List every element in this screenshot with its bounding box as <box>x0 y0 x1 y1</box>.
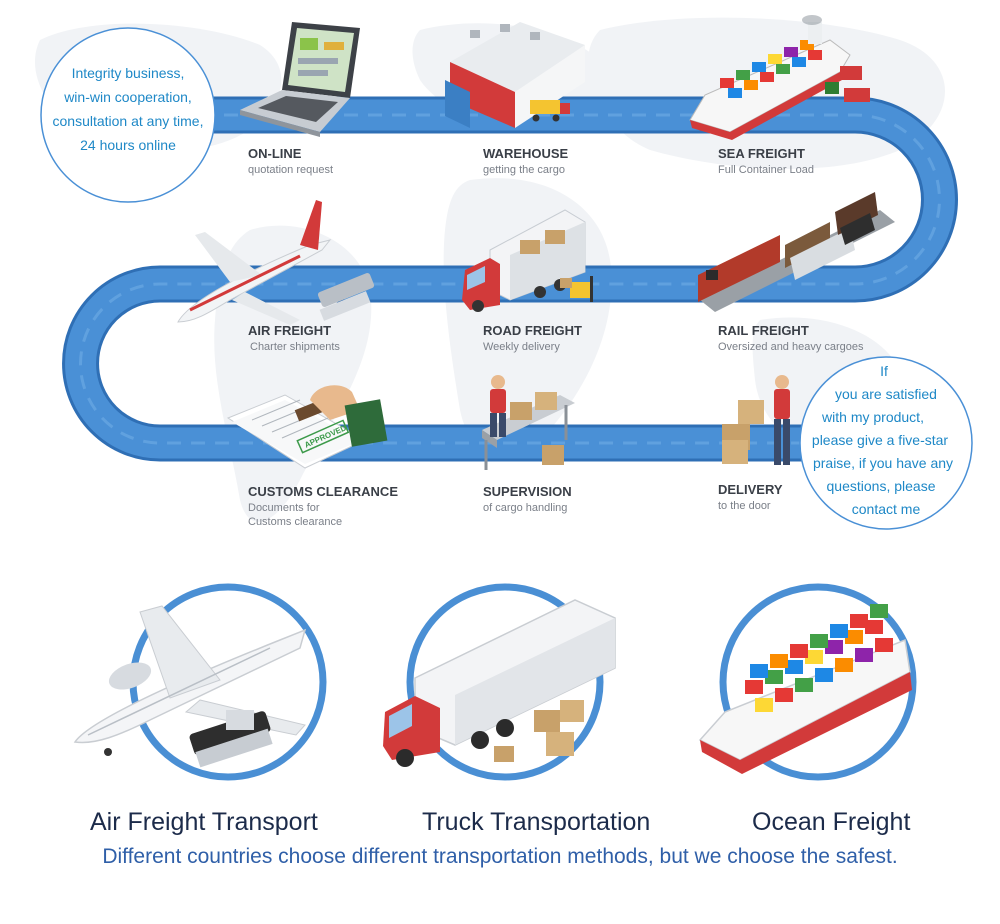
customs-document-icon: APPROVED <box>226 385 388 469</box>
svg-text:Weekly delivery: Weekly delivery <box>483 341 560 353</box>
stage-label-online: ON-LINE quotation request <box>248 146 333 176</box>
svg-text:AIR FREIGHT: AIR FREIGHT <box>248 323 331 338</box>
stage-label-road-freight: ROAD FREIGHT Weekly delivery <box>483 323 582 353</box>
svg-text:ROAD FREIGHT: ROAD FREIGHT <box>483 323 582 338</box>
stage-label-warehouse: WAREHOUSE getting the cargo <box>483 146 569 176</box>
svg-text:Full Container Load: Full Container Load <box>718 164 814 176</box>
stage-label-rail-freight: RAIL FREIGHT Oversized and heavy cargoes <box>718 323 864 353</box>
stage-label-delivery: DELIVERY to the door <box>718 482 783 512</box>
svg-text:WAREHOUSE: WAREHOUSE <box>483 146 569 161</box>
svg-text:contact me: contact me <box>852 501 921 517</box>
svg-text:ON-LINE: ON-LINE <box>248 146 302 161</box>
delivery-worker-icon <box>722 375 790 465</box>
air-freight-transport-title: Air Freight Transport <box>90 808 318 836</box>
svg-text:If: If <box>880 363 888 379</box>
svg-text:questions, please: questions, please <box>827 478 936 494</box>
truck-transportation-illustration <box>383 583 616 781</box>
stage-label-sea-freight: SEA FREIGHT Full Container Load <box>718 146 814 176</box>
svg-text:getting the cargo: getting the cargo <box>483 164 565 176</box>
svg-text:Oversized and heavy cargoes: Oversized and heavy cargoes <box>718 341 864 353</box>
svg-text:DELIVERY: DELIVERY <box>718 482 783 497</box>
svg-text:24 hours online: 24 hours online <box>80 137 176 153</box>
svg-text:SUPERVISION: SUPERVISION <box>483 484 572 499</box>
airplane-icon <box>177 200 375 325</box>
svg-text:consultation at any time,: consultation at any time, <box>53 113 204 129</box>
svg-text:CUSTOMS CLEARANCE: CUSTOMS CLEARANCE <box>248 484 398 499</box>
stage-label-customs-clearance: CUSTOMS CLEARANCE Documents for Customs … <box>248 484 398 528</box>
warehouse-icon <box>445 22 585 128</box>
laptop-icon <box>240 22 360 137</box>
container-ship-icon <box>689 15 870 140</box>
stage-label-supervision: SUPERVISION of cargo handling <box>483 484 572 514</box>
air-freight-illustration <box>73 583 327 781</box>
train-icon <box>698 192 895 312</box>
svg-text:praise, if you have any: praise, if you have any <box>813 455 953 471</box>
ocean-freight-title: Ocean Freight <box>752 808 911 836</box>
svg-text:RAIL FREIGHT: RAIL FREIGHT <box>718 323 809 338</box>
ocean-freight-illustration <box>698 583 917 781</box>
svg-text:Integrity business,: Integrity business, <box>72 65 185 81</box>
svg-text:please give a five-star: please give a five-star <box>812 432 949 448</box>
svg-text:Customs clearance: Customs clearance <box>248 516 342 528</box>
svg-text:quotation request: quotation request <box>248 164 333 176</box>
contact-bubble-left: Integrity business, win-win cooperation,… <box>40 27 216 203</box>
stage-label-air-freight: AIR FREIGHT Charter shipments <box>248 323 340 353</box>
supervision-worker-icon <box>482 375 575 470</box>
svg-text:Documents for: Documents for <box>248 502 320 514</box>
svg-text:Charter shipments: Charter shipments <box>250 341 340 353</box>
review-bubble-right: If you are satisfied with my product, pl… <box>799 356 973 530</box>
truck-icon <box>462 209 593 312</box>
svg-text:to the door: to the door <box>718 500 771 512</box>
truck-transportation-title: Truck Transportation <box>422 808 651 836</box>
svg-text:with my product,: with my product, <box>821 409 924 425</box>
svg-text:SEA FREIGHT: SEA FREIGHT <box>718 146 805 161</box>
svg-text:of cargo handling: of cargo handling <box>483 502 567 514</box>
svg-text:you are satisfied: you are satisfied <box>835 386 937 402</box>
svg-text:win-win cooperation,: win-win cooperation, <box>63 89 192 105</box>
tagline: Different countries choose different tra… <box>102 845 898 868</box>
